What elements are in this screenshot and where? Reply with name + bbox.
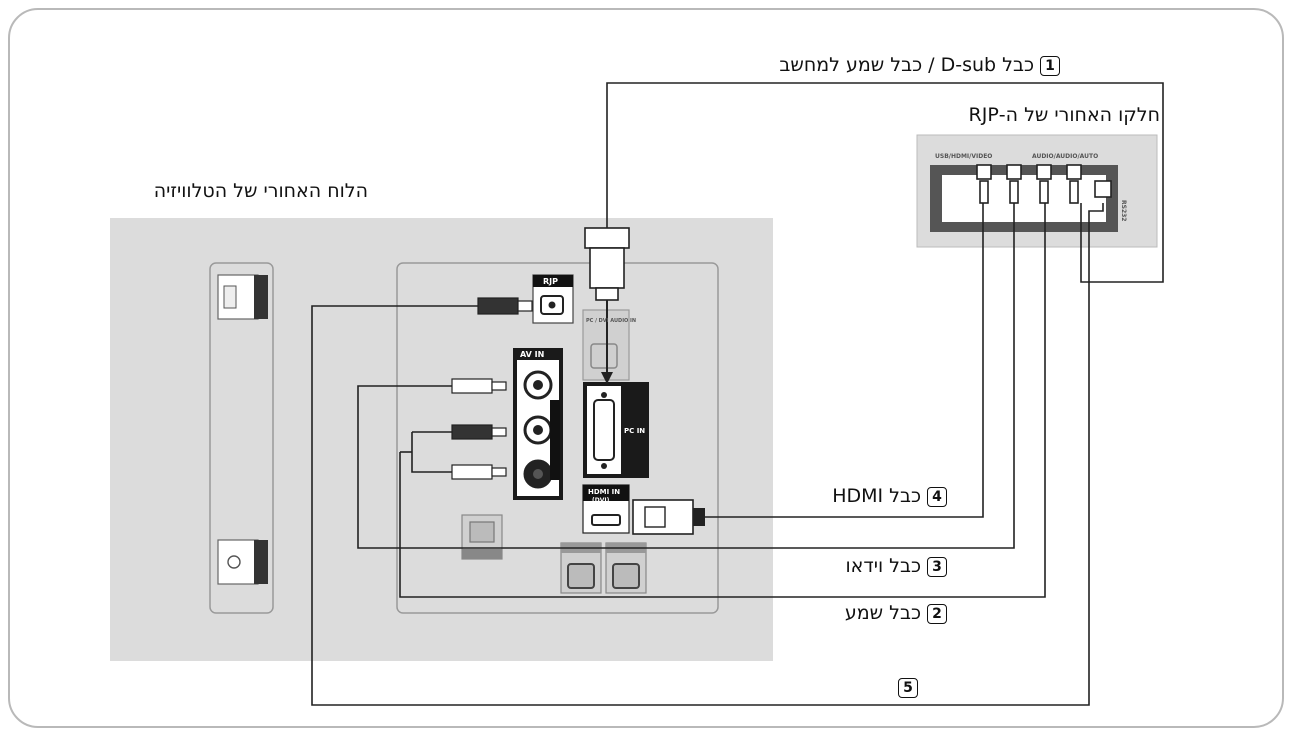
pc-in-text: PC IN [624, 427, 645, 435]
dsub-cable-line [606, 82, 1164, 283]
rjp-right-group-text: AUDIO/AUDIO/AUTO [1032, 153, 1098, 160]
hdmi-cable-text: כבל HDMI [832, 485, 921, 507]
hdmi-cable-label: 4 כבל HDMI [832, 485, 947, 507]
dsub-cable-number: 1 [1040, 56, 1060, 76]
av-in-text: AV IN [520, 350, 544, 359]
pc-dvi-audio-text: PC / DVI AUDIO IN [586, 318, 636, 324]
hdmi-cable-line [705, 203, 984, 518]
rjp-left-group-text: USB/HDMI/VIDEO [935, 153, 992, 160]
tv-side-panel [209, 262, 274, 614]
rjp-port-text: RJP [543, 277, 558, 286]
hdmi-in-text: HDMI IN [588, 488, 620, 496]
rjp-back-label: חלקו האחורי של ה-RJP [968, 104, 1160, 126]
video-cable-line [357, 203, 1015, 549]
video-cable-number: 3 [927, 557, 947, 577]
rjp-cable-line [311, 203, 1104, 706]
audio-cable-number: 2 [927, 604, 947, 624]
hdmi-plug [632, 499, 705, 535]
audio-cable-line [399, 203, 1046, 598]
audio-cable-text: כבל שמע [844, 602, 921, 624]
rjp-side-text: RS232 [1120, 200, 1127, 221]
rjp-cable-number: 5 [898, 678, 918, 698]
video-cable-label: 3 כבל וידאו [845, 555, 947, 577]
rjp-cable-label: 5 [892, 676, 918, 698]
dsub-cable-label: 1 כבל D-sub / כבל שמע למחשב [779, 54, 1060, 76]
dsub-plug [584, 227, 630, 384]
dsub-cable-text: כבל D-sub / כבל שמע למחשב [779, 54, 1034, 76]
rjp-jacks [976, 164, 1112, 204]
rca-plugs [451, 378, 507, 480]
tv-back-label: הלוח האחורי של הטלוויזיה [153, 180, 368, 202]
rjp-plug [477, 297, 533, 315]
video-cable-text: כבל וידאו [845, 555, 921, 577]
dvi-text: (DVI) [592, 497, 610, 504]
side-antenna-port [217, 539, 259, 585]
audio-cable-label: 2 כבל שמע [845, 602, 947, 624]
hdmi-cable-number: 4 [927, 487, 947, 507]
